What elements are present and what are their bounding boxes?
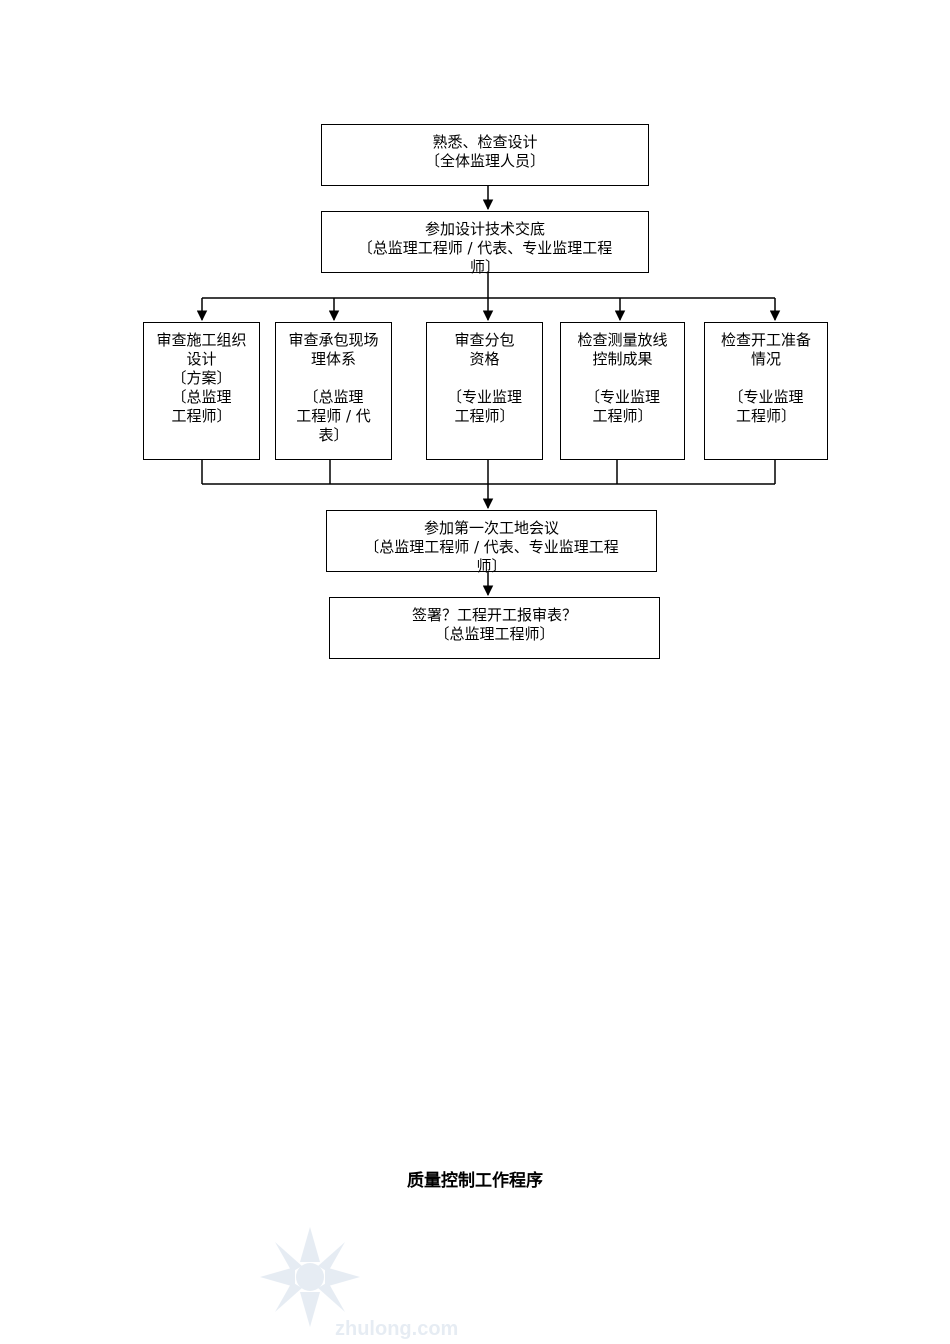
- node-role: 〔总监理工程师 / 代表、专业监理工程: [364, 538, 619, 556]
- node-role: 工程师〕: [454, 407, 515, 425]
- node-role: 工程师〕: [735, 407, 796, 425]
- node-role: 〔全体监理人员〕: [424, 152, 545, 170]
- node-role: 〔专业监理: [728, 388, 804, 406]
- node-review-construction-plan: 审查施工组织 设计 〔方案〕 〔总监理 工程师〕: [143, 322, 260, 460]
- node-text: 检查测量放线: [577, 331, 668, 349]
- node-text: 情况: [750, 350, 781, 368]
- node-familiarize-design: 熟悉、检查设计 〔全体监理人员〕: [321, 124, 649, 186]
- node-role: 师〕: [476, 557, 507, 575]
- node-first-site-meeting: 参加第一次工地会议 〔总监理工程师 / 代表、专业监理工程 师〕: [326, 510, 657, 575]
- node-role: 师〕: [469, 258, 500, 276]
- node-design-disclosure: 参加设计技术交底 〔总监理工程师 / 代表、专业监理工程 师〕: [321, 211, 649, 276]
- node-role: 〔总监理工程师 / 代表、专业监理工程: [357, 239, 613, 257]
- node-role: 〔总监理工程师〕: [434, 625, 555, 643]
- node-text: 审查分包: [454, 331, 515, 349]
- spacer: [705, 369, 827, 388]
- node-role: 〔总监理: [171, 388, 232, 406]
- node-text: 审查施工组织: [156, 331, 247, 349]
- node-text: 资格: [469, 350, 500, 368]
- node-text: 〔方案〕: [171, 369, 232, 387]
- node-role: 工程师 / 代: [296, 407, 371, 425]
- spacer: [427, 369, 542, 388]
- spacer: [276, 369, 391, 388]
- node-text: 审查承包现场: [288, 331, 379, 349]
- node-role: 工程师〕: [592, 407, 653, 425]
- watermark-logo-icon: [260, 1227, 360, 1327]
- node-review-site-system: 审查承包现场 理体系 〔总监理 工程师 / 代 表〕: [275, 322, 392, 460]
- node-text: 参加第一次工地会议: [423, 519, 559, 537]
- node-text: 理体系: [310, 350, 356, 368]
- node-text: 参加设计技术交底: [424, 220, 545, 238]
- watermark: zhulong.com: [230, 1210, 710, 1344]
- node-role: 〔专业监理: [584, 388, 660, 406]
- diagram-caption: 质量控制工作程序: [407, 1171, 543, 1191]
- node-text: 签署？工程开工报审表？: [411, 606, 577, 624]
- watermark-text: zhulong.com: [335, 1318, 459, 1340]
- node-check-survey: 检查测量放线 控制成果 〔专业监理 工程师〕: [560, 322, 685, 460]
- node-role: 表〕: [318, 426, 349, 444]
- node-role: 工程师〕: [171, 407, 232, 425]
- node-check-preparation: 检查开工准备 情况 〔专业监理 工程师〕: [704, 322, 828, 460]
- node-role: 〔总监理: [303, 388, 364, 406]
- node-text: 设计: [186, 350, 217, 368]
- node-review-subcontract: 审查分包 资格 〔专业监理 工程师〕: [426, 322, 543, 460]
- node-role: 〔专业监理: [446, 388, 522, 406]
- node-text: 检查开工准备: [720, 331, 811, 349]
- node-text: 熟悉、检查设计: [432, 133, 538, 151]
- node-sign-start-report: 签署？工程开工报审表？ 〔总监理工程师〕: [329, 597, 660, 659]
- node-text: 控制成果: [592, 350, 653, 368]
- spacer: [561, 369, 684, 388]
